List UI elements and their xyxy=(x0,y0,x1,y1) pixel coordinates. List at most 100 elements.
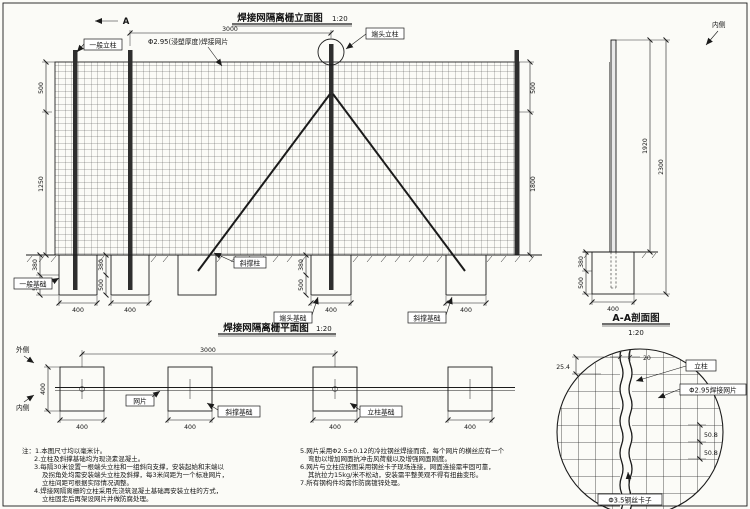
plan-labels: 网片 斜撑基础 立柱基础 xyxy=(125,390,403,418)
svg-text:400: 400 xyxy=(40,383,47,395)
svg-text:380: 380 xyxy=(298,259,305,271)
detail-post-width-dim: 20 xyxy=(610,351,651,362)
detail-content xyxy=(557,349,723,509)
label-brace-foundation: 斜撑基础 xyxy=(413,314,440,323)
note-line: 6.网片与立柱应按图采用钢丝卡子现场连接，网面连接需牢固可靠， xyxy=(300,462,495,471)
elevation-view: 焊接网隔离栅立面图 1:20 A xyxy=(13,12,542,324)
detail-half-pitch-dim: 25.4 xyxy=(556,354,604,377)
label-plan-mesh: 网片 xyxy=(133,397,147,406)
detail-mesh-label: Φ2.95焊接网片 xyxy=(657,383,747,399)
note-line: 及拐角处均需安装端头立柱及斜撑，每3米间距为一个标准网片， xyxy=(42,470,228,479)
foundation-brace-right xyxy=(445,254,487,296)
section-view: 内侧 1920 2300 380 500 xyxy=(578,20,726,337)
note-line: 注：1.本图尺寸均以毫米计。 xyxy=(22,446,106,455)
inner-side-arrow xyxy=(705,30,719,46)
general-post-2 xyxy=(128,50,133,290)
plan-view: 焊接网隔离栅平面图 1:20 外侧 内侧 3000 xyxy=(16,322,515,431)
svg-text:500: 500 xyxy=(298,279,305,291)
svg-text:Φ2.95焊接网片: Φ2.95焊接网片 xyxy=(689,386,737,395)
detail-view: 20 25.4 立柱 Φ2.95焊接网片 50.8 xyxy=(556,348,747,509)
svg-text:500: 500 xyxy=(578,277,585,289)
svg-text:50.8: 50.8 xyxy=(704,450,718,457)
svg-text:50.8: 50.8 xyxy=(704,432,718,439)
svg-text:400: 400 xyxy=(72,307,84,314)
elevation-mesh-panel xyxy=(54,61,520,256)
brace-right xyxy=(332,93,466,272)
foundation-general-1 xyxy=(58,254,98,296)
svg-text:1800: 1800 xyxy=(530,176,537,192)
svg-text:500: 500 xyxy=(38,82,45,94)
note-line: 7.所有钢构件均需作防腐镀锌处理。 xyxy=(300,478,404,487)
svg-text:3000: 3000 xyxy=(200,347,216,354)
svg-text:3000: 3000 xyxy=(222,26,238,33)
general-post-3 xyxy=(514,50,519,255)
plan-foundation-2 xyxy=(167,366,213,412)
svg-text:20: 20 xyxy=(643,355,651,362)
label-plan-post-foundation: 立柱基础 xyxy=(367,408,394,417)
detail-mesh-grid xyxy=(557,349,723,509)
svg-text:400: 400 xyxy=(124,307,136,314)
foundation-general-2 xyxy=(110,254,150,296)
plan-inner-side: 内侧 xyxy=(16,403,30,412)
section-foundation xyxy=(591,251,635,295)
detail-boundary-circle xyxy=(556,348,724,509)
svg-text:1920: 1920 xyxy=(642,138,649,154)
svg-text:380: 380 xyxy=(32,259,39,271)
svg-text:500: 500 xyxy=(530,82,537,94)
plan-title: 焊接网隔离栅平面图 xyxy=(223,322,309,334)
svg-text:2300: 2300 xyxy=(658,159,665,175)
plan-span-dim: 3000 xyxy=(79,347,338,367)
elevation-labels: 一般立柱 Φ2.95(浸塑厚度)焊接网片 端头立柱 斜撑柱 一般基础 端头基础 … xyxy=(13,27,453,324)
plan-outer-side: 外侧 xyxy=(16,345,30,354)
general-post-1 xyxy=(73,50,78,290)
plan-left-dim: 400 xyxy=(40,364,60,414)
note-line: 立柱间距可根据实际情况调整。 xyxy=(42,478,133,487)
elevation-scale: 1:20 xyxy=(332,15,348,23)
foundation-brace-left xyxy=(177,254,217,296)
end-post xyxy=(329,44,334,290)
svg-text:25.4: 25.4 xyxy=(556,364,570,371)
svg-text:400: 400 xyxy=(329,424,341,431)
elevation-foundation-depth-dims: 380 500 380 500 xyxy=(98,252,309,298)
svg-text:400: 400 xyxy=(607,306,619,313)
section-left-dims: 380 500 xyxy=(578,249,592,297)
note-line: 立柱固定后再架设网片并做防腐处理。 xyxy=(42,494,153,503)
section-post xyxy=(610,39,617,253)
label-end-foundation: 端头基础 xyxy=(279,314,306,323)
elevation-right-dims: 500 1800 xyxy=(519,59,537,258)
svg-text:400: 400 xyxy=(76,424,88,431)
svg-text:立柱: 立柱 xyxy=(694,362,708,371)
label-brace: 斜撑柱 xyxy=(240,259,261,268)
section-title: A-A剖面图 xyxy=(612,312,659,324)
detail-pitch-dims: 50.8 50.8 xyxy=(688,422,718,462)
svg-text:500: 500 xyxy=(98,279,105,291)
elevation-span-dim: 3000 xyxy=(127,26,334,46)
note-line: 3.每隔30米设置一根端头立柱和一组斜向支撑，安装起始和末端以 xyxy=(34,462,224,471)
section-scale: 1:20 xyxy=(628,329,644,337)
notes-right: 5.网片采用Φ2.5±0.12的冷拉钢丝焊接而成，每个网片的横丝应有一个 弯肋以… xyxy=(300,446,505,487)
note-line: 4.焊接网隔离栅的立柱采用先浇筑混凝土基础再安装立柱的方式， xyxy=(34,486,222,495)
foundation-end xyxy=(310,254,352,296)
svg-text:400: 400 xyxy=(460,307,472,314)
section-soil-hatch xyxy=(583,252,657,259)
svg-text:400: 400 xyxy=(464,424,476,431)
section-cut-letter: A xyxy=(123,17,130,27)
elevation-title: 焊接网隔离栅立面图 xyxy=(237,12,323,24)
elevation-foundation-dims: 400 400 400 400 xyxy=(56,296,489,314)
label-mesh: Φ2.95(浸塑厚度)焊接网片 xyxy=(148,37,228,46)
plan-foundations xyxy=(59,366,493,412)
section-inner-side: 内侧 xyxy=(712,20,726,29)
label-end-post: 端头立柱 xyxy=(371,30,398,39)
section-cut-mark: A xyxy=(95,17,130,27)
note-line: 5.网片采用Φ2.5±0.12的冷拉钢丝焊接而成，每个网片的横丝应有一个 xyxy=(300,446,505,455)
svg-text:1250: 1250 xyxy=(38,176,45,192)
svg-text:380: 380 xyxy=(578,256,585,268)
svg-text:380: 380 xyxy=(98,259,105,271)
svg-text:400: 400 xyxy=(184,424,196,431)
detail-post-label: 立柱 xyxy=(635,359,717,382)
svg-text:400: 400 xyxy=(325,307,337,314)
svg-text:Φ3.5钢丝卡子: Φ3.5钢丝卡子 xyxy=(608,496,652,505)
